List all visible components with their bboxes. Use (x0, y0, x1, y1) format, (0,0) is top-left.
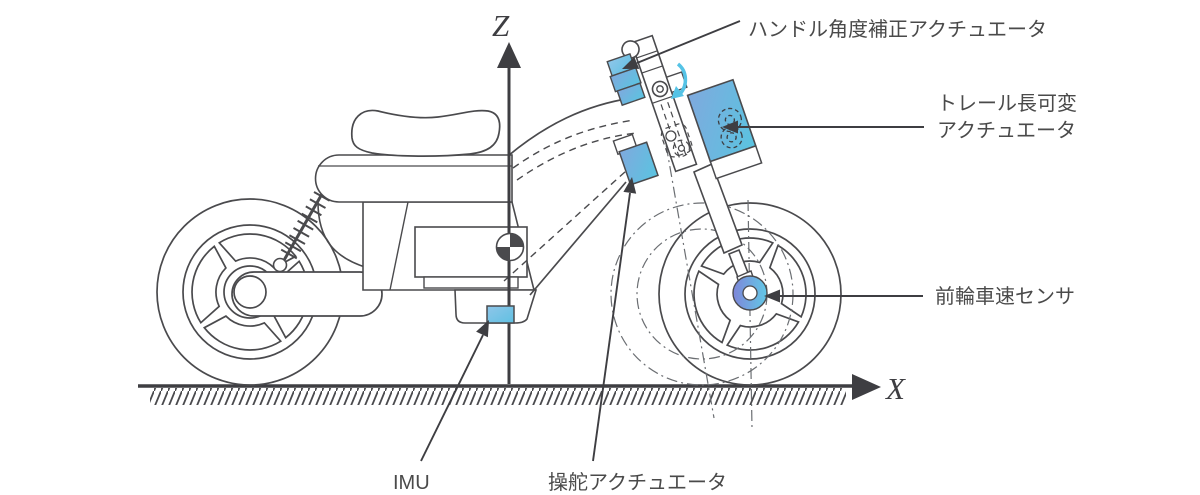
front-wheel-speed-sensor-hub (732, 275, 768, 311)
steering-actuator-box (618, 141, 659, 186)
label-front-wheel-speed-sensor: 前輪車速センサ (935, 285, 1075, 308)
top-tube (314, 154, 513, 203)
z-axis-label: Z (492, 8, 510, 43)
front-hub-centerline (747, 199, 753, 429)
z-axis: Z (492, 8, 521, 384)
swingarm (231, 271, 383, 317)
steer-rotation-arrow-icon (671, 62, 688, 99)
label-handle-angle-actuator: ハンドル角度補正アクチュエータ (748, 18, 1047, 41)
frame-body (314, 97, 638, 324)
center-of-gravity-icon (495, 232, 525, 262)
leader-arrowheads (476, 56, 780, 338)
label-leaders (420, 20, 924, 462)
x-axis-arrow-icon (852, 374, 881, 400)
seat (351, 109, 501, 157)
rear-suspension (231, 157, 383, 317)
steering-head-assembly (606, 34, 763, 186)
ground: X (138, 371, 906, 406)
shock-bottom-eye (272, 257, 288, 273)
label-trail-length-line2: アクチュエータ (937, 119, 1076, 142)
imu-box (486, 305, 515, 324)
ground-hatching (150, 388, 846, 405)
label-steering-actuator: 操舵アクチュエータ (548, 471, 727, 494)
z-axis-arrow-icon (497, 42, 521, 68)
rear-axle (233, 275, 267, 309)
label-imu: IMU (393, 472, 430, 494)
steering-column (630, 34, 698, 173)
handle-angle-actuator-boxes (606, 52, 646, 107)
label-trail-length-line1: トレール長可変 (937, 92, 1077, 115)
handlebar (621, 40, 640, 59)
x-axis-label: X (884, 371, 906, 406)
